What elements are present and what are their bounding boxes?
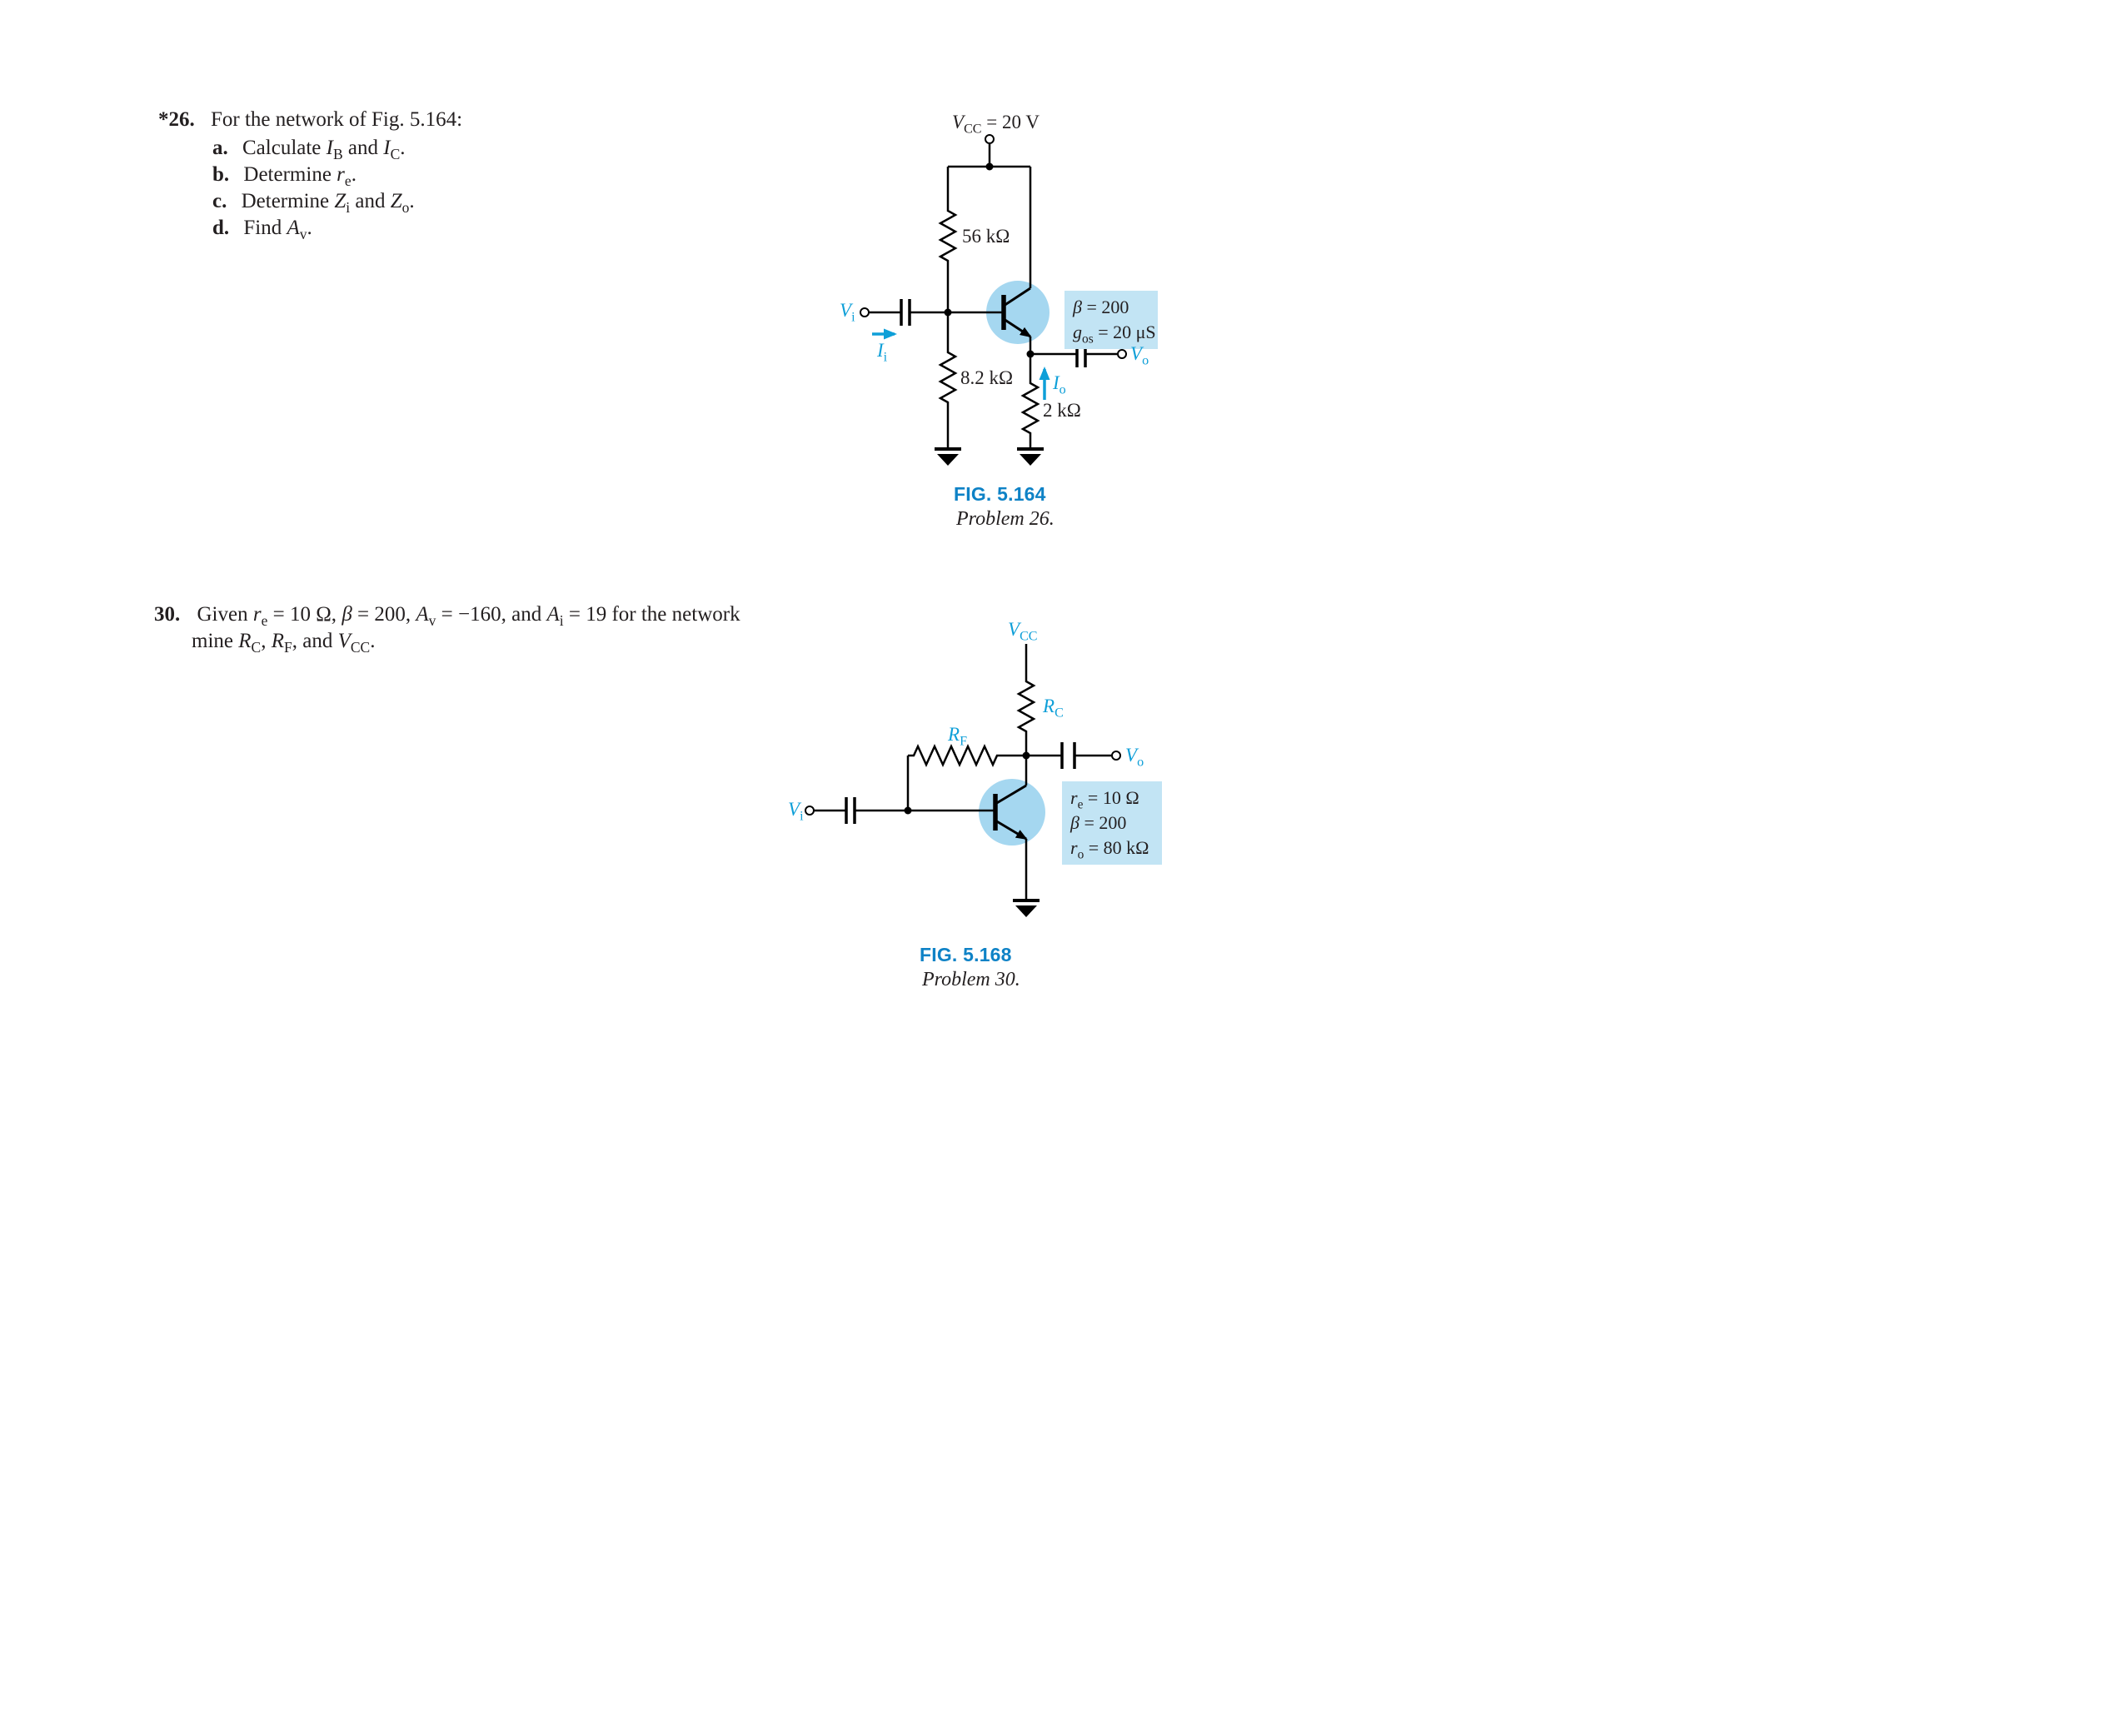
ground-icon [1017,447,1044,466]
item-letter: c. [212,190,227,212]
resistor-2k-label: 2 kΩ [1043,400,1081,421]
problem-26-item-a: a. Calculate IB and IC. [212,135,462,162]
resistor-8-2k-label: 8.2 kΩ [960,367,1014,388]
input-capacitor-icon [900,299,911,326]
resistor-rc [1016,677,1036,736]
resistor-2k [1020,379,1040,437]
figure-caption: FIG. 5.164 [954,483,1046,505]
vo-label: Vo [1130,343,1149,368]
item-text: Find Av. [243,217,312,242]
transistor-parameters-box: β = 200 gos = 20 μS [1064,291,1158,349]
wires [814,644,1112,900]
vcc-label: VCC [1008,619,1038,644]
gos-value: gos = 20 μS [1073,322,1156,347]
rf-label: RF [948,724,968,749]
problem-30-line-2: mine RC, RF, and VCC. [192,628,740,655]
item-letter: b. [212,163,230,186]
item-text: Calculate IB and IC. [242,137,406,162]
junction-dot [985,162,994,171]
problem-26: *26. For the network of Fig. 5.164: a. C… [158,107,462,242]
junction-dot [1026,350,1035,358]
circuit-diagram-5-164 [860,134,1127,466]
vi-label: Vi [788,799,804,824]
figure-subcaption: Problem 26. [956,508,1055,530]
vi-label: Vi [840,300,855,325]
vcc-terminal [985,134,995,144]
problem-30-number: 30. [154,603,181,626]
item-text: Determine re. [243,163,356,189]
problem-26-item-d: d. Find Av. [212,215,462,242]
figure-caption: FIG. 5.168 [920,944,1012,965]
junction-dot [1022,751,1030,760]
ground-icon [935,447,961,466]
beta-value: β = 200 [1073,297,1129,317]
beta-value: β = 200 [1070,812,1127,833]
resistor-rf [910,743,1001,768]
junction-dot [944,308,952,317]
resistor-56k [938,207,958,265]
vo-label: Vo [1125,745,1144,770]
ro-value: ro = 80 kΩ [1070,837,1149,862]
transistor-symbol [1001,287,1032,338]
problem-26-intro: For the network of Fig. 5.164: [211,108,463,131]
wires [870,144,1118,448]
problem-30-text-2: mine RC, RF, and VCC. [192,630,376,656]
transistor-symbol [993,784,1028,841]
re-value: re = 10 Ω [1070,787,1139,812]
vcc-label: VCC = 20 V [952,112,1040,137]
input-capacitor-icon [845,797,856,824]
vi-terminal [805,806,815,816]
problem-26-item-c: c. Determine Zi and Zo. [212,188,462,215]
resistor-8-2k [938,348,958,407]
junction-dot [904,806,912,815]
vo-terminal [1117,349,1127,359]
figure-5-164: VCC = 20 V 56 kΩ Vi Ii β = 200 gos = 20 … [825,108,1216,541]
problem-26-heading: *26. For the network of Fig. 5.164: [158,107,462,133]
problem-26-item-b: b. Determine re. [212,162,462,188]
problem-30-line-1: 30. Given re = 10 Ω, β = 200, Av = −160,… [154,601,740,628]
output-capacitor-icon [1060,742,1076,769]
transistor-body [979,779,1045,846]
problem-30: 30. Given re = 10 Ω, β = 200, Av = −160,… [154,601,740,655]
figure-subcaption: Problem 30. [922,969,1020,990]
vo-terminal [1111,751,1121,761]
problem-30-text-1: Given re = 10 Ω, β = 200, Av = −160, and… [197,603,740,629]
item-letter: a. [212,137,228,159]
transistor-parameters-box: re = 10 Ω β = 200 ro = 80 kΩ [1062,781,1162,865]
ground-icon [1013,899,1040,917]
item-text: Determine Zi and Zo. [241,190,415,216]
item-letter: d. [212,217,230,239]
figure-5-168: VCC RC RF Vi Vo re = 10 Ω β = 200 ro = 8… [783,612,1199,1012]
resistor-56k-label: 56 kΩ [962,226,1010,247]
io-label: Io [1053,372,1066,397]
problem-26-number: *26. [158,108,195,131]
circuit-diagram-5-168 [805,644,1121,917]
rc-label: RC [1043,696,1064,721]
vi-terminal [860,307,870,317]
ii-label: Ii [877,340,888,365]
